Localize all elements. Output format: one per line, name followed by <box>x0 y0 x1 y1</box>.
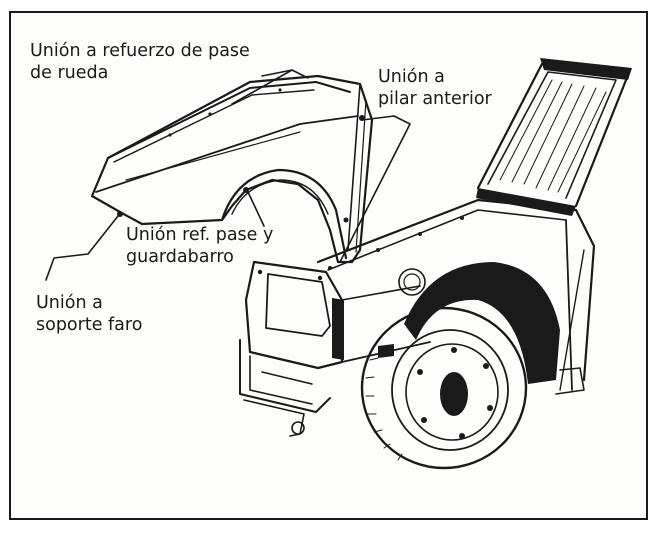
front-wheel <box>360 306 528 470</box>
label-wheel-arch-mudguard: Unión ref. pase y guardabarro <box>126 224 273 268</box>
detached-fender-panel <box>90 74 374 264</box>
car-body <box>239 58 632 437</box>
label-wheel-arch-reinforcement: Unión a refuerzo de pase de rueda <box>30 40 250 84</box>
label-line: pilar anterior <box>378 89 492 109</box>
label-front-pillar: Unión a pilar anterior <box>378 66 492 110</box>
label-line: guardabarro <box>126 247 234 267</box>
wheel-arch <box>404 262 560 384</box>
label-line: de rueda <box>30 63 109 83</box>
label-line: Unión a <box>378 67 445 87</box>
label-line: Unión ref. pase y <box>126 225 274 245</box>
label-line: soporte faro <box>36 315 143 335</box>
label-line: Unión a <box>36 293 103 313</box>
figure-frame <box>9 11 648 520</box>
leader-lines <box>45 69 411 281</box>
label-line: Unión a refuerzo de pase <box>30 41 250 61</box>
label-headlamp-support: Unión a soporte faro <box>36 292 142 336</box>
windscreen-shading <box>499 79 607 193</box>
